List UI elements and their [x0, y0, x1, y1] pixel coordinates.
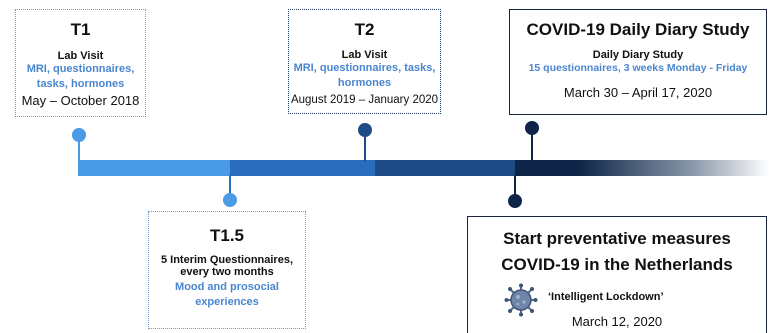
t15-title: T1.5 — [209, 226, 245, 245]
measures-marker — [508, 194, 522, 208]
covid-stem — [531, 133, 533, 161]
t2-dates: August 2019 – January 2020 — [290, 94, 439, 106]
covid-marker — [525, 121, 539, 135]
measures-title-line1: Start preventative measures — [503, 229, 731, 248]
t15-details-line1: Mood and prosocial — [175, 281, 279, 293]
t2-stem — [364, 135, 366, 161]
measures-date: March 12, 2020 — [571, 314, 663, 329]
t1-subtitle: Lab Visit — [57, 50, 104, 62]
t15-marker — [223, 193, 237, 207]
covid-study-dates: March 30 – April 17, 2020 — [563, 85, 713, 100]
t1-marker — [72, 128, 86, 142]
measures-lockdown-row: ‘Intelligent Lockdown’ — [498, 283, 758, 317]
covid-study-title: COVID-19 Daily Diary Study — [526, 20, 750, 39]
t2-details-line1: MRI, questionnaires, tasks, — [293, 62, 436, 74]
t1-stem — [78, 140, 80, 162]
timeline-segment-t1 — [78, 160, 230, 176]
timeline-segment-covid — [515, 160, 769, 176]
t15-line1: 5 Interim Questionnaires, — [160, 254, 294, 266]
measures-label: ‘Intelligent Lockdown’ — [548, 291, 664, 303]
t15-stem — [229, 175, 231, 197]
t1-details-line2: tasks, hormones — [36, 78, 125, 90]
measures-stem — [514, 175, 516, 197]
timeline-segment-t15 — [230, 160, 375, 176]
coronavirus-icon — [504, 283, 538, 317]
covid-study-subtitle: Daily Diary Study — [592, 49, 684, 61]
t2-title: T2 — [354, 20, 375, 39]
t2-box: T2 Lab Visit MRI, questionnaires, tasks,… — [288, 9, 441, 114]
t2-details-line2: hormones — [337, 77, 392, 89]
measures-title-line2: COVID-19 in the Netherlands — [501, 255, 733, 274]
covid-study-details: 15 questionnaires, 3 weeks Monday - Frid… — [528, 62, 748, 74]
timeline-segment-t2 — [375, 160, 515, 176]
t1-box: T1 Lab Visit MRI, questionnaires, tasks,… — [15, 9, 146, 117]
t1-dates: May – October 2018 — [21, 93, 140, 108]
t15-box: T1.5 5 Interim Questionnaires, every two… — [148, 211, 306, 329]
measures-box: Start preventative measures COVID-19 in … — [467, 216, 767, 333]
t15-line2: every two months — [180, 266, 274, 278]
t1-title: T1 — [70, 20, 91, 39]
t15-details-line2: experiences — [195, 296, 259, 308]
t2-subtitle: Lab Visit — [341, 49, 388, 61]
t1-details-line1: MRI, questionnaires, — [26, 63, 135, 75]
t2-marker — [358, 123, 372, 137]
covid-study-box: COVID-19 Daily Diary Study Daily Diary S… — [509, 9, 767, 115]
